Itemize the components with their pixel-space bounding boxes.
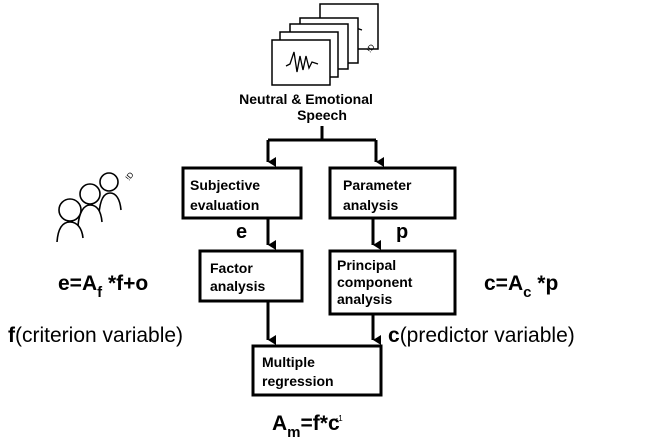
factor-analysis-box: Factor analysis (198, 249, 304, 303)
predictor-variable-label: c(predictor variable) (388, 324, 575, 347)
multiple-regression-line2: regression (262, 373, 334, 389)
criterion-variable-label: f(criterion variable) (8, 324, 183, 347)
parameter-analysis-box: Parameter analysis (328, 166, 457, 220)
symbol-p: p (396, 221, 408, 243)
pca-line2: component (337, 274, 413, 290)
speech-split-connector (266, 126, 384, 167)
subjective-evaluation-box: Subjective evaluation (181, 166, 303, 220)
equation-left: e=Af *f+o (58, 272, 148, 301)
subjective-evaluation-line2: evaluation (190, 197, 259, 213)
parameter-analysis-line1: Parameter (343, 177, 412, 193)
speech-label-line2: Speech (297, 107, 347, 123)
speech-label-line1: Neutral & Emotional (239, 91, 373, 107)
pca-line3: analysis (337, 291, 392, 307)
speech-documents-icon: !D (271, 3, 379, 86)
factor-analysis-line2: analysis (210, 278, 265, 294)
equation-right: c=Ac *p (484, 272, 558, 301)
equation-bottom: Am=f*c-1 (272, 412, 343, 441)
multiple-regression-line1: Multiple (262, 354, 315, 370)
listeners-mark: !D (124, 170, 136, 182)
factor-analysis-line1: Factor (210, 260, 253, 276)
subjective-evaluation-line1: Subjective (190, 177, 260, 193)
pca-line1: Principal (337, 257, 396, 273)
parameter-analysis-line2: analysis (343, 197, 398, 213)
multiple-regression-box: Multiple regression (251, 344, 383, 397)
listeners-icon (56, 172, 122, 243)
principal-component-analysis-box: Principal component analysis (328, 249, 457, 316)
symbol-e: e (236, 221, 247, 243)
